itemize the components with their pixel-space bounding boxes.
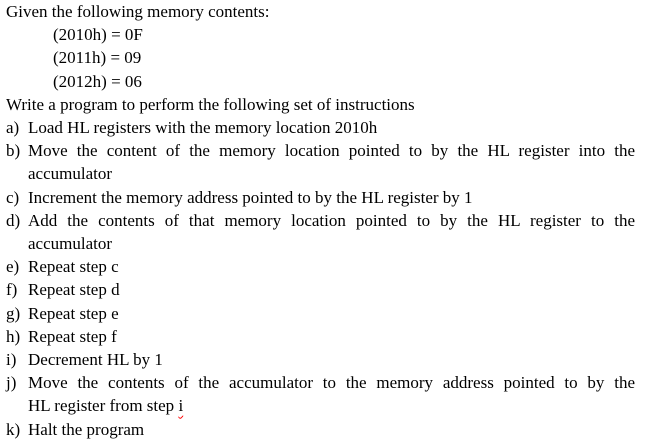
instruction-step-h: h) Repeat step f	[6, 325, 635, 348]
memory-content-line: (2012h) = 06	[53, 71, 142, 91]
step-marker: a)	[6, 118, 20, 138]
instruction-step-i: i) Decrement HL by 1	[6, 348, 635, 371]
instruction-step-a: a) Load HL registers with the memory loc…	[6, 116, 635, 139]
step-text: Load HL registers with the memory locati…	[28, 118, 378, 138]
step-marker: c)	[6, 187, 20, 207]
step-text-continuation: HL register from step i	[28, 394, 635, 417]
step-text: Halt the program	[28, 419, 145, 439]
intro-line: Given the following memory contents:	[6, 2, 270, 21]
step-text-continuation: accumulator	[28, 234, 113, 254]
task-line: Write a program to perform the following…	[6, 94, 415, 114]
step-marker: f)	[6, 280, 18, 300]
step-marker: e)	[6, 257, 20, 277]
step-text: Move the contents of the accumulator to …	[28, 373, 635, 393]
step-marker: d)	[6, 210, 21, 230]
step-marker: g)	[6, 303, 21, 323]
instruction-step-f: f) Repeat step d	[6, 278, 635, 301]
instruction-step-e: e) Repeat step c	[6, 255, 635, 278]
step-text: Move the content of the memory location …	[28, 141, 635, 161]
step-text-continuation: accumulator	[28, 164, 113, 184]
instruction-step-c: c) Increment the memory address pointed …	[6, 186, 635, 209]
step-text: Repeat step f	[28, 326, 117, 346]
step-marker: j)	[6, 373, 17, 393]
instruction-step-g: g) Repeat step e	[6, 302, 635, 325]
step-marker: h)	[6, 326, 21, 346]
instruction-step-d: d) Add the contents of that memory locat…	[6, 209, 635, 255]
step-text: Add the contents of that memory location…	[28, 210, 635, 230]
instruction-step-j: j) Move the contents of the accumulator …	[6, 371, 635, 417]
memory-content-line: (2011h) = 09	[53, 48, 142, 68]
step-text-continuation-prefix: HL register from step	[28, 396, 179, 416]
step-text: Decrement HL by 1	[28, 350, 163, 370]
step-text: Increment the memory address pointed to …	[28, 187, 473, 207]
instruction-step-b: b) Move the content of the memory locati…	[6, 139, 635, 185]
step-text: Repeat step e	[28, 303, 119, 323]
memory-content-line: (2010h) = 0F	[53, 25, 143, 45]
step-marker: i)	[6, 350, 17, 370]
misspelled-word: i	[178, 396, 184, 416]
instruction-step-k: k) Halt the program	[6, 418, 635, 441]
step-marker: b)	[6, 141, 21, 161]
step-text: Repeat step c	[28, 257, 119, 277]
step-marker: k)	[6, 419, 21, 439]
step-text: Repeat step d	[28, 280, 120, 300]
